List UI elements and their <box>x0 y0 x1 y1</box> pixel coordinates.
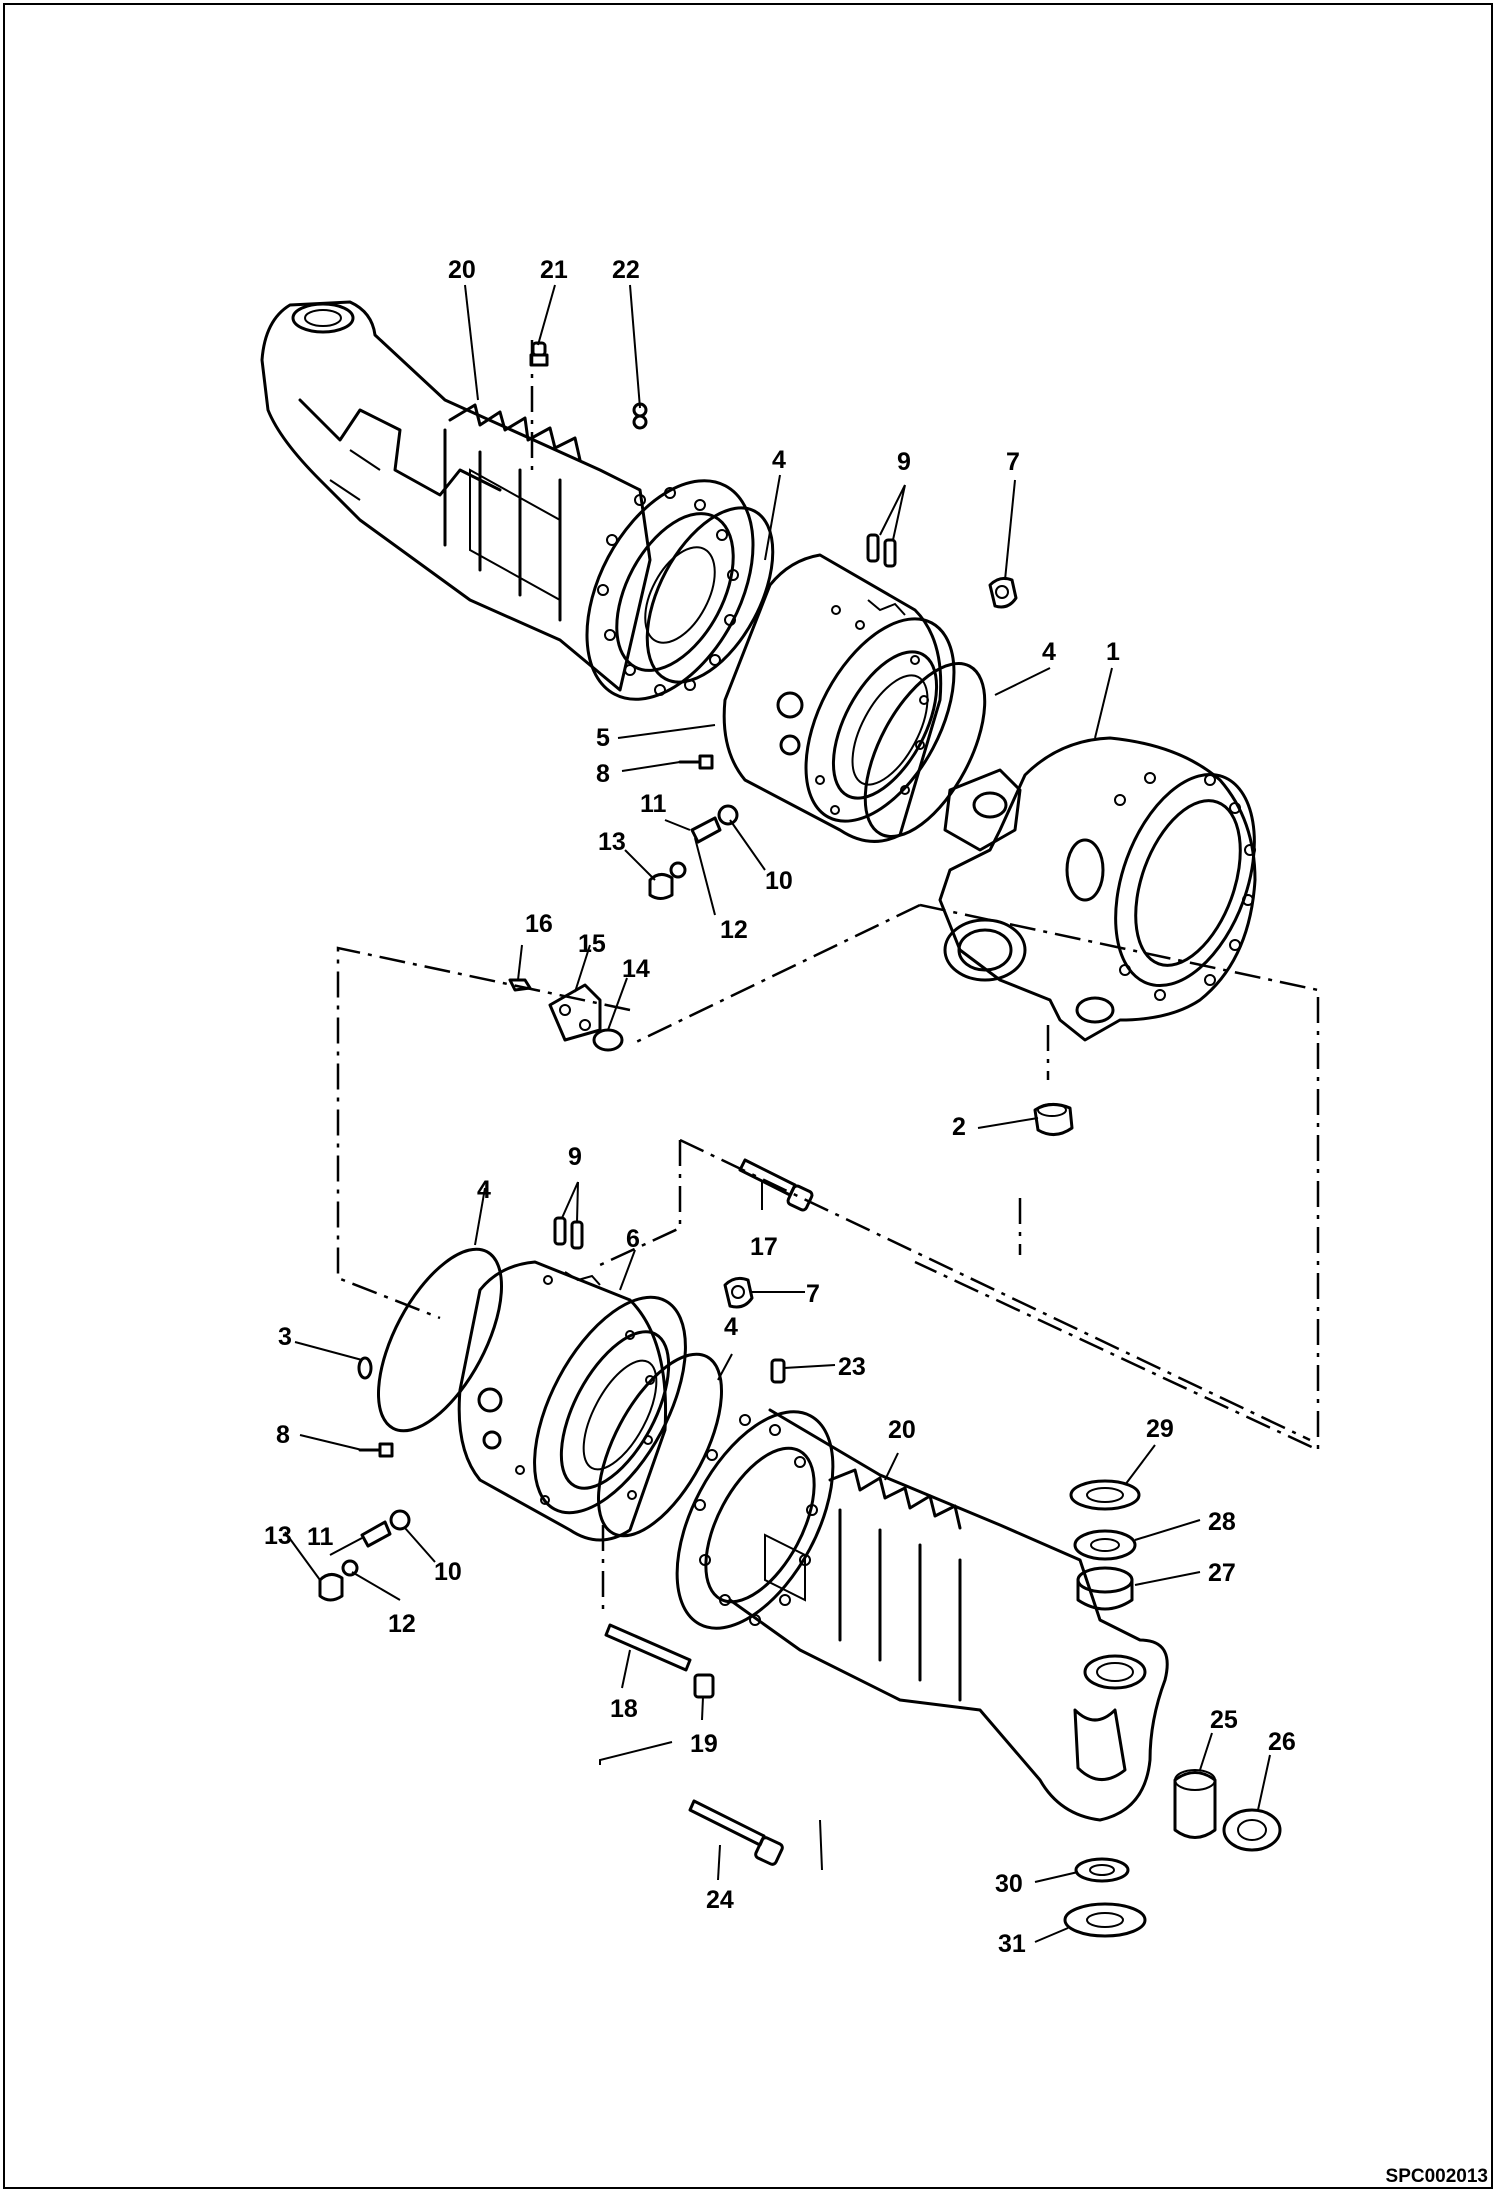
seal-part-26 <box>1222 1808 1282 1852</box>
callout-16: 16 <box>525 910 553 938</box>
callout-9-lower: 9 <box>568 1143 582 1171</box>
callout-12-lower: 12 <box>388 1610 416 1638</box>
callout-1: 1 <box>1106 638 1120 666</box>
bolt-part-24 <box>599 1741 823 1871</box>
upper-axle-beam-part-20 <box>260 300 755 701</box>
differential-housing-part-1 <box>938 736 1257 1042</box>
callout-14: 14 <box>622 955 650 983</box>
drawing-frame <box>3 3 1493 2189</box>
callout-7-lower: 7 <box>806 1280 820 1308</box>
callout-15: 15 <box>578 930 606 958</box>
callout-6: 6 <box>626 1225 640 1253</box>
callout-19: 19 <box>690 1730 718 1758</box>
callout-2: 2 <box>952 1113 966 1141</box>
plug-part-7-lower <box>723 1276 754 1309</box>
callout-4-lower-right: 4 <box>724 1313 738 1341</box>
callout-4-upper-left: 4 <box>772 446 786 474</box>
callout-31: 31 <box>998 1930 1026 1958</box>
bolt-part-17 <box>738 1158 814 1212</box>
brake-housing-part-6 <box>457 1260 687 1542</box>
callout-5: 5 <box>596 724 610 752</box>
bleeder-screws-part-9-lower <box>553 1216 584 1250</box>
lower-axle-beam-part-20 <box>675 1408 1169 1822</box>
callout-17: 17 <box>750 1233 778 1261</box>
callout-18: 18 <box>610 1695 638 1723</box>
leader-lines <box>284 284 1271 1943</box>
callout-21: 21 <box>540 256 568 284</box>
plug-part-7-upper <box>988 576 1018 609</box>
callout-labels: 20 21 22 4 9 7 4 1 5 8 11 13 10 12 16 15… <box>264 256 1296 1958</box>
washer-parts-30-31 <box>1063 1857 1147 1938</box>
callout-28: 28 <box>1208 1508 1236 1536</box>
cover-assembly-parts-14-16 <box>508 978 624 1052</box>
o-ring-part-4-lower-right <box>596 1352 724 1538</box>
plug-part-3 <box>357 1356 373 1380</box>
callout-8-upper: 8 <box>596 760 610 788</box>
bushing-part-25 <box>1173 1769 1217 1839</box>
callout-25: 25 <box>1210 1706 1238 1734</box>
lower-flange-bolt-holes <box>694 1414 818 1626</box>
callout-11-lower: 11 <box>307 1523 334 1551</box>
drawing-reference-code: SPC002013 <box>1385 2166 1488 2187</box>
callout-20-lower: 20 <box>888 1416 916 1444</box>
callout-10-lower: 10 <box>434 1558 462 1586</box>
breather-part-23 <box>770 1358 786 1384</box>
callout-27: 27 <box>1208 1559 1236 1587</box>
callout-13-upper: 13 <box>598 828 626 856</box>
callout-4-lower-left: 4 <box>477 1176 491 1204</box>
callout-20-upper: 20 <box>448 256 476 284</box>
callout-13-lower: 13 <box>264 1522 292 1550</box>
callout-9-upper: 9 <box>897 448 911 476</box>
nut-part-19 <box>693 1673 715 1699</box>
callout-24: 24 <box>706 1886 734 1914</box>
valve-assembly-parts-10-13-upper <box>648 804 739 900</box>
callout-8-lower: 8 <box>276 1421 290 1449</box>
o-ring-part-4-lower-left <box>376 1247 504 1433</box>
callout-26: 26 <box>1268 1728 1296 1756</box>
bleeder-screws-part-9-upper <box>866 533 897 568</box>
callout-12-upper: 12 <box>720 916 748 944</box>
callout-30: 30 <box>995 1870 1023 1898</box>
shaft-part-18 <box>604 1623 692 1672</box>
callout-4-upper-right: 4 <box>1042 638 1056 666</box>
callout-11-upper: 11 <box>640 790 667 818</box>
breather-part-21 <box>529 341 549 367</box>
bolt-part-8-lower <box>358 1442 394 1458</box>
bolt-part-8-upper <box>678 754 714 770</box>
callout-23: 23 <box>838 1353 866 1381</box>
callout-29: 29 <box>1146 1415 1174 1443</box>
bearing-parts-27-29 <box>1069 1479 1141 1611</box>
callout-22: 22 <box>612 256 640 284</box>
o-ring-part-4-upper-left <box>645 506 775 684</box>
drain-plug-part-2 <box>1033 1103 1074 1136</box>
callout-3: 3 <box>278 1323 292 1351</box>
valve-assembly-parts-10-13-lower <box>318 1509 411 1602</box>
callout-10-upper: 10 <box>765 867 793 895</box>
callout-7-upper: 7 <box>1006 448 1020 476</box>
flange-bolt-holes <box>597 487 739 696</box>
o-ring-part-4-upper-right <box>863 662 987 838</box>
housing-bolt-holes <box>1114 772 1256 1001</box>
